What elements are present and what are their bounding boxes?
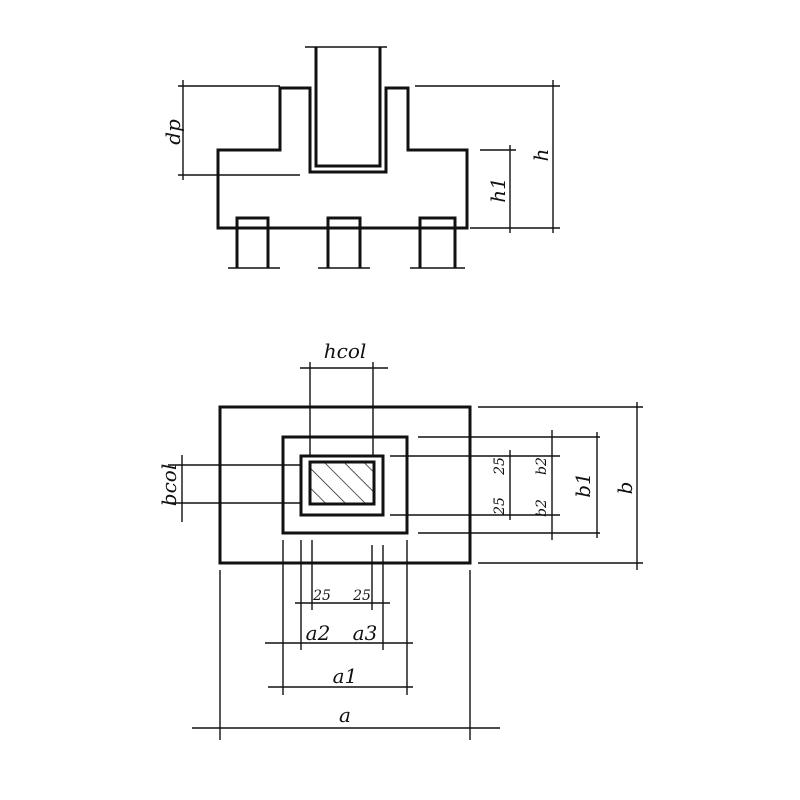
h1-label: h1 xyxy=(486,177,510,203)
b2-top-label: b2 xyxy=(534,457,550,475)
a-label: a xyxy=(339,703,351,727)
hcol-label: hcol xyxy=(324,339,367,363)
piles xyxy=(235,216,457,268)
plan-dimensions xyxy=(168,362,643,740)
gap-top-label: 25 xyxy=(492,457,508,476)
b-label: b xyxy=(613,482,637,495)
column-section xyxy=(308,460,376,506)
footing-base xyxy=(218,405,472,565)
b2-bottom-label: b2 xyxy=(534,499,550,517)
elevation-view: dp h1 h xyxy=(161,46,560,269)
dp-label: dp xyxy=(161,119,185,145)
gap-bottom-label: 25 xyxy=(492,497,508,516)
footing-step xyxy=(281,435,409,535)
gap-left-label: 25 xyxy=(312,588,331,604)
a2-label: a2 xyxy=(306,621,331,645)
column xyxy=(314,47,382,168)
bcol-label: bcol xyxy=(157,464,181,506)
footing-outline xyxy=(216,86,469,230)
b1-label: b1 xyxy=(571,472,595,498)
plan-view: hcol bcol b b1 b2 b2 25 25 25 25 a2 a3 a… xyxy=(157,339,643,740)
elevation-dimensions xyxy=(178,80,560,233)
a1-label: a1 xyxy=(333,664,358,688)
pile-break-lines xyxy=(228,46,465,269)
h-label: h xyxy=(529,149,553,162)
gap-right-label: 25 xyxy=(352,588,371,604)
a3-label: a3 xyxy=(353,621,378,645)
socket xyxy=(299,454,385,517)
